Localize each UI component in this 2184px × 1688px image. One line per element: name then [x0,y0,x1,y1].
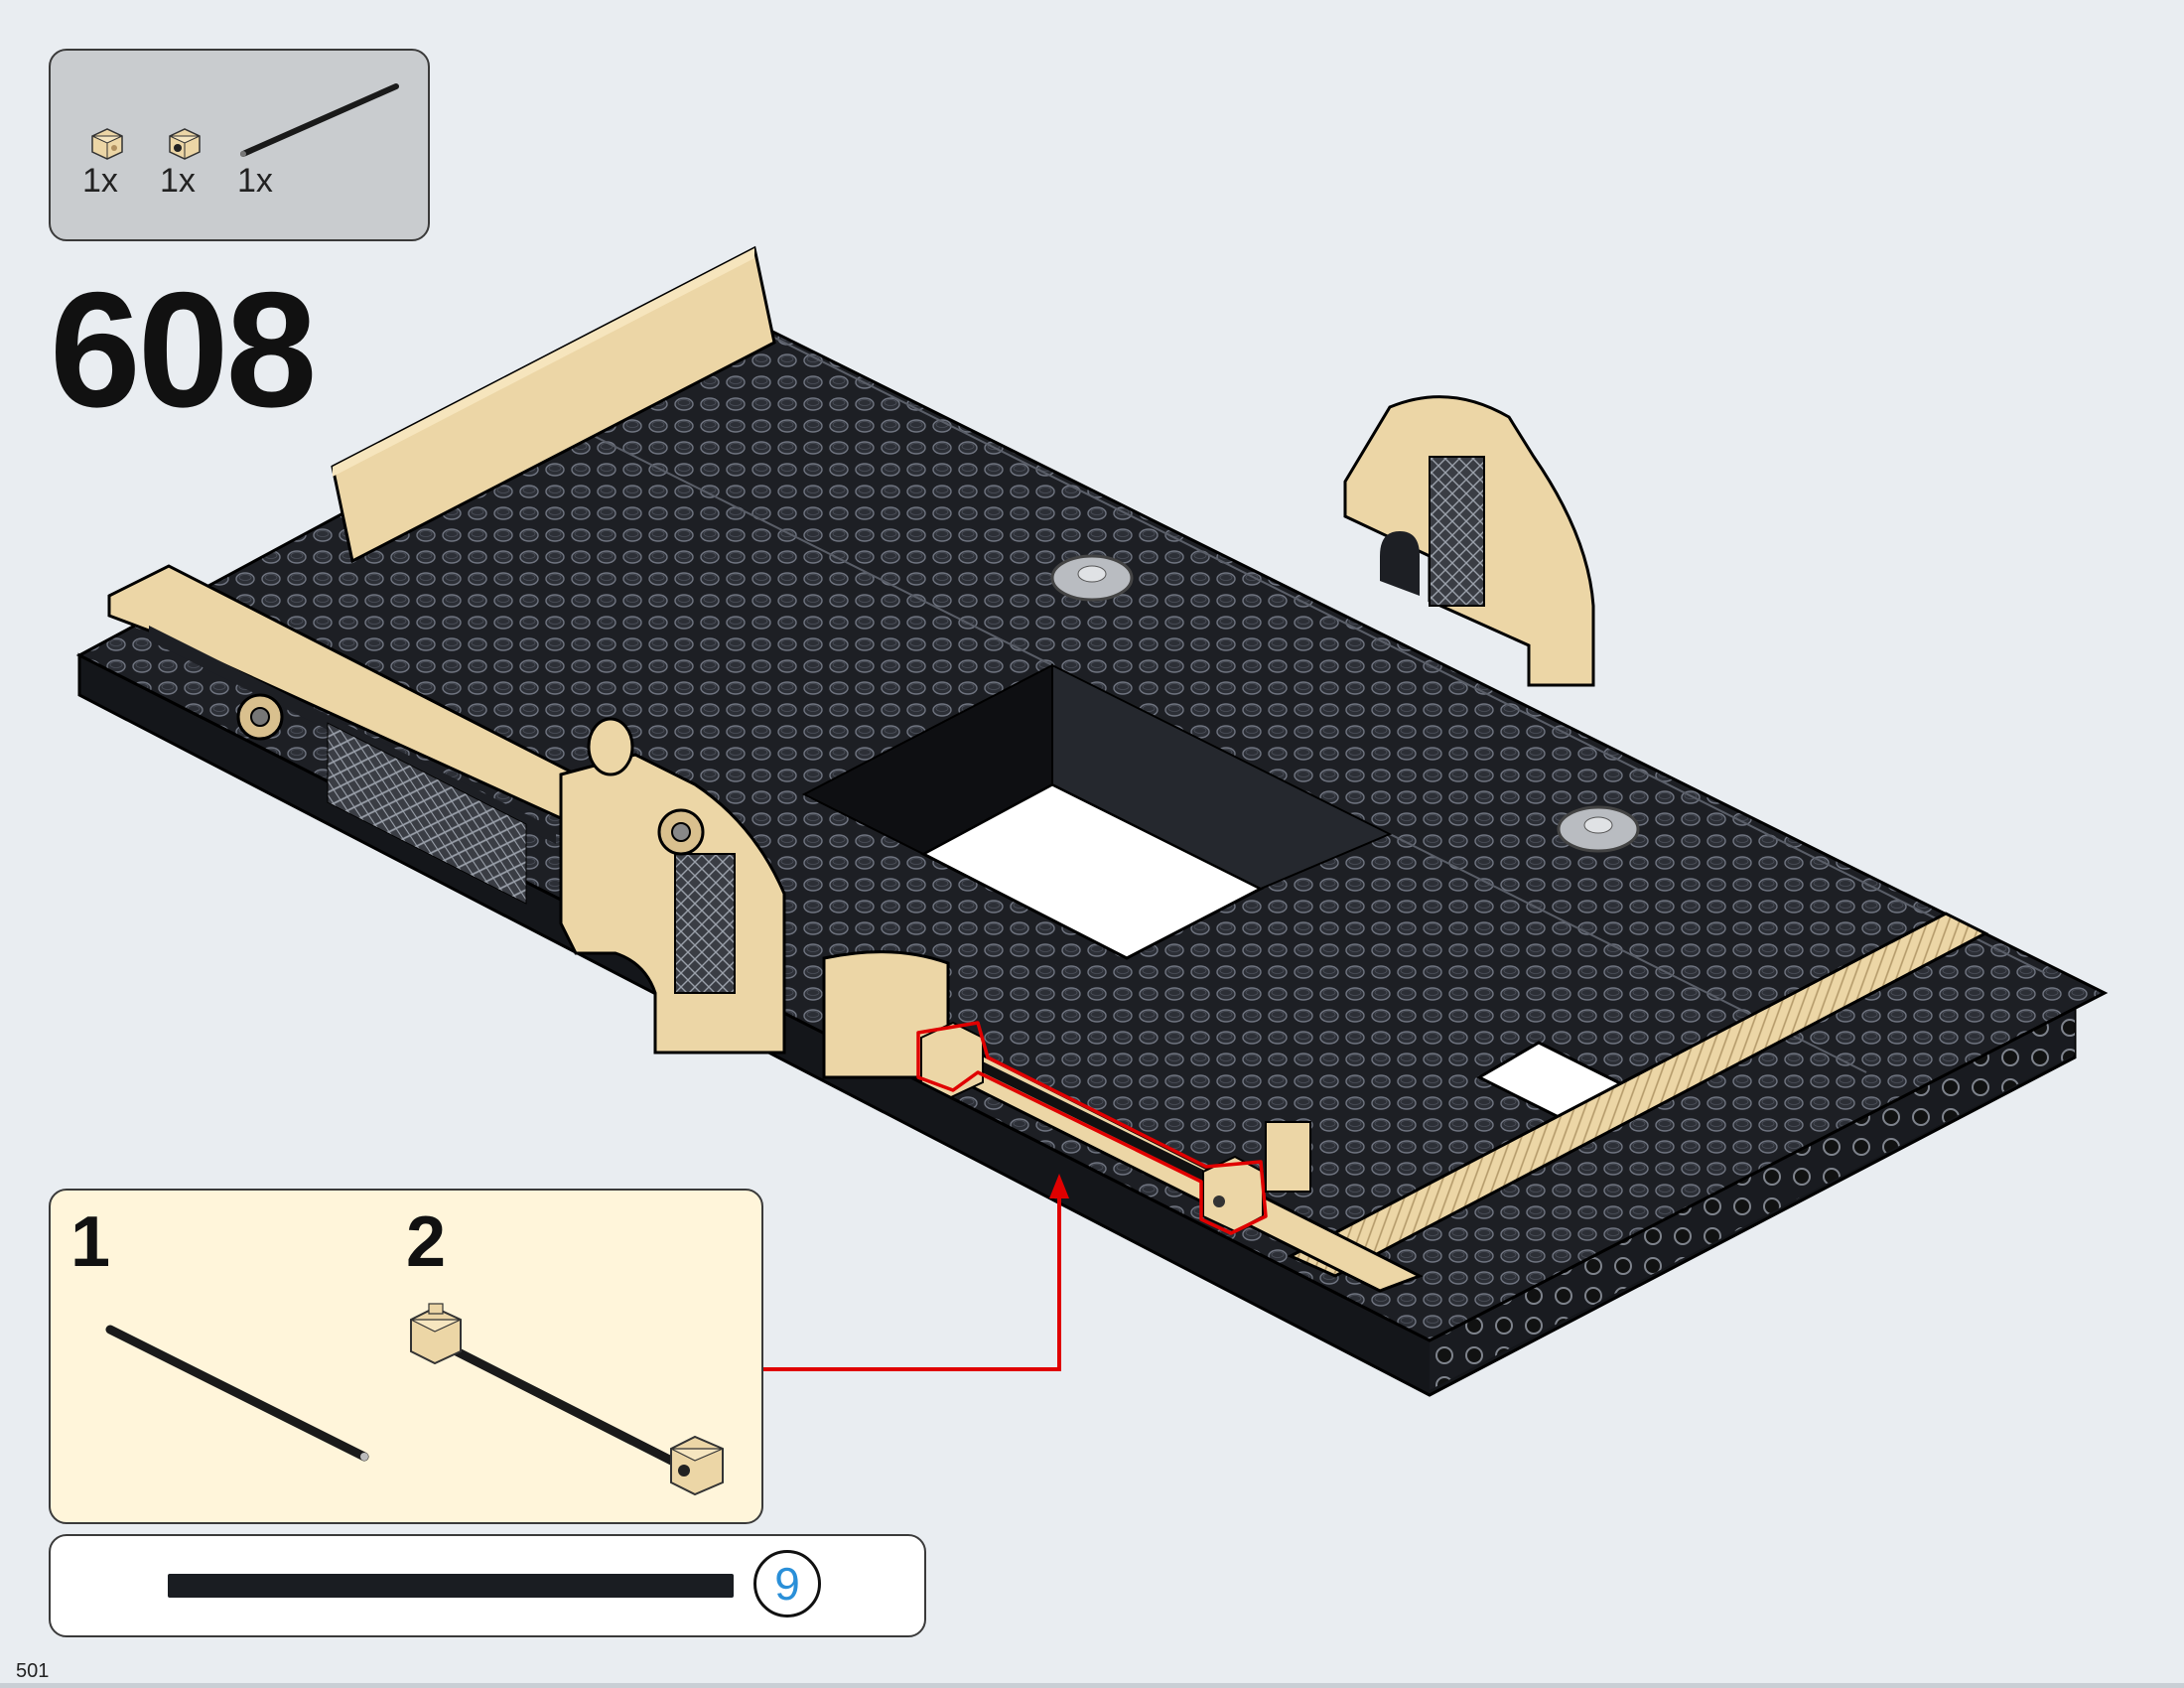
axle-actual-size-bar [168,1574,734,1598]
sub-step-1-axle-icon [105,1325,369,1462]
sub-step-2-number: 2 [406,1202,447,1282]
large-opening [801,663,1393,960]
callout-arrow [761,1174,1069,1371]
parts-list-panel: 1x 1x 1x [49,49,430,241]
new-parts-highlight [916,1021,1311,1235]
part-qty-3: 1x [237,162,273,200]
step-number: 608 [50,258,317,441]
axle-length-value: 9 [774,1558,800,1610]
tan-arch-rear [1343,395,1595,687]
tan-1x1-brick-with-stud-icon [91,128,123,160]
footer-bar [0,1683,2184,1688]
sub-assembly-panel: 1 2 [49,1189,763,1524]
tan-rear-wall [331,245,776,564]
tan-left-rail [107,564,598,905]
axle-length-panel: 9 [49,1534,926,1637]
part-qty-2: 1x [160,162,196,200]
page-number: 501 [16,1660,50,1682]
black-axle-bar-icon [240,83,399,157]
turntable-plates [1050,554,1640,853]
sub-step-1-number: 1 [70,1202,111,1282]
tan-1x1-brick-with-hole-icon [169,128,201,160]
sub-step-2-assembled-axle-icon [410,1303,724,1496]
part-qty-1: 1x [82,162,118,200]
axle-length-badge: 9 [753,1550,821,1618]
